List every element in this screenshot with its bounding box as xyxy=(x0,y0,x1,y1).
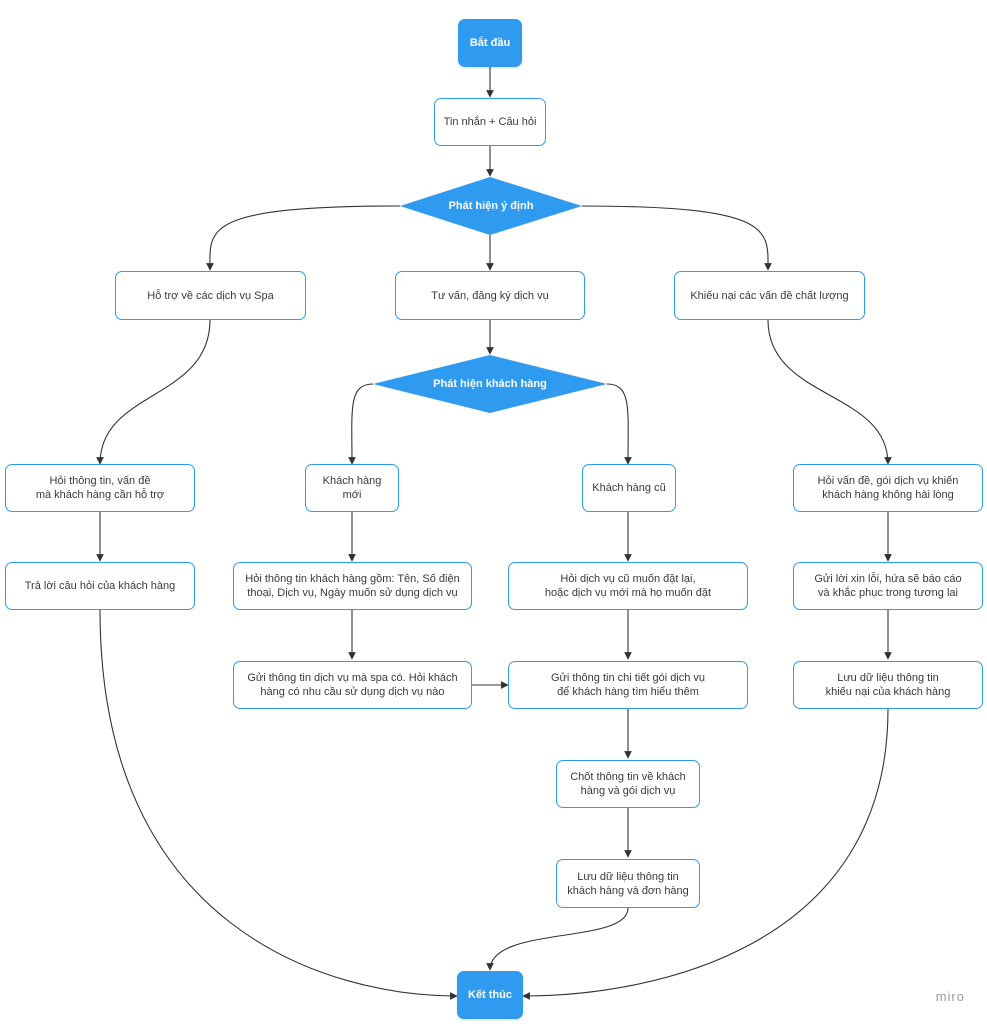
support-ask-info-label: Hỏi thông tin, vấn đề mà khách hàng cần … xyxy=(35,475,165,501)
edge-answer-to-end xyxy=(99,609,458,1000)
decision-customer-shape xyxy=(373,355,607,413)
support-answer-label: Trả lời câu hỏi của khách hàng xyxy=(24,580,176,592)
edge-customer-to-old xyxy=(606,383,632,465)
start-node: Bắt đầu xyxy=(458,19,522,67)
old-customer-label: Khách hàng cũ xyxy=(592,482,666,494)
old-customer-node: Khách hàng cũ xyxy=(582,464,676,512)
old-customer-save: Lưu dữ liệu thông tin khách hàng và đơn … xyxy=(556,859,700,908)
support-answer: Trả lời câu hỏi của khách hàng xyxy=(5,562,195,610)
edge-complaint-save-to-end xyxy=(522,708,889,1000)
old-customer-send-details-label: Gửi thông tin chi tiết gói dịch vụ để kh… xyxy=(550,672,706,698)
branch-support: Hỗ trợ về các dịch vụ Spa xyxy=(115,271,306,320)
decision-customer-label: Phát hiện khách hàng xyxy=(433,378,547,390)
decision-intent: Phát hiện ý định xyxy=(400,177,582,235)
old-customer-confirm: Chốt thông tin về khách hàng và gói dịch… xyxy=(556,760,700,808)
old-customer-save-label: Lưu dữ liệu thông tin khách hàng và đơn … xyxy=(567,870,689,897)
branch-complaint-label: Khiếu nại các vấn đề chất lượng xyxy=(690,289,849,302)
complaint-save-label: Lưu dữ liệu thông tin khiếu nại của khác… xyxy=(825,672,951,698)
edge-save-to-end xyxy=(486,907,629,971)
edge-customer-to-new xyxy=(348,383,374,465)
decision-intent-label: Phát hiện ý định xyxy=(448,200,534,212)
decision-intent-shape xyxy=(400,177,582,235)
complaint-apologize-label: Gửi lời xin lỗi, hứa sẽ báo cáo và khắc … xyxy=(814,573,962,599)
edge-intent-to-complaint xyxy=(581,205,772,271)
new-customer-send-services-label: Gửi thông tin dịch vụ mà spa có. Hỏi khá… xyxy=(247,672,458,698)
old-customer-confirm-label: Chốt thông tin về khách hàng và gói dịch… xyxy=(570,771,686,797)
old-customer-ask-service: Hỏi dịch vụ cũ muốn đặt lại, hoặc dịch v… xyxy=(508,562,748,610)
message-node: Tin nhắn + Câu hỏi xyxy=(434,98,546,146)
start-label: Bắt đầu xyxy=(469,37,511,49)
miro-watermark: miro xyxy=(935,989,965,1004)
branch-complaint: Khiếu nại các vấn đề chất lượng xyxy=(674,271,865,320)
new-customer-ask-info-label: Hỏi thông tin khách hàng gồm: Tên, Số đi… xyxy=(245,573,460,599)
edge-support-to-ask xyxy=(96,319,211,465)
complaint-ask-issue: Hỏi vấn đề, gói dịch vụ khiến khách hàng… xyxy=(793,464,983,512)
new-customer-ask-info: Hỏi thông tin khách hàng gồm: Tên, Số đi… xyxy=(233,562,472,610)
edge-complaint-to-ask xyxy=(767,319,892,465)
message-label: Tin nhắn + Câu hỏi xyxy=(443,116,537,128)
complaint-ask-issue-label: Hỏi vấn đề, gói dịch vụ khiến khách hàng… xyxy=(817,475,959,501)
end-node: Kết thúc xyxy=(457,971,523,1019)
new-customer-label: Khách hàng mới xyxy=(322,475,382,501)
branch-support-label: Hỗ trợ về các dịch vụ Spa xyxy=(147,289,274,302)
branch-consult: Tư vấn, đăng ký dịch vụ xyxy=(395,271,585,320)
new-customer-node: Khách hàng mới xyxy=(305,464,399,512)
complaint-apologize: Gửi lời xin lỗi, hứa sẽ báo cáo và khắc … xyxy=(793,562,983,610)
support-ask-info: Hỏi thông tin, vấn đề mà khách hàng cần … xyxy=(5,464,195,512)
branch-consult-label: Tư vấn, đăng ký dịch vụ xyxy=(431,289,549,302)
old-customer-ask-service-label: Hỏi dịch vụ cũ muốn đặt lại, hoặc dịch v… xyxy=(544,573,712,599)
decision-customer: Phát hiện khách hàng xyxy=(373,355,607,413)
new-customer-send-services: Gửi thông tin dịch vụ mà spa có. Hỏi khá… xyxy=(233,661,472,709)
end-label: Kết thúc xyxy=(468,989,512,1001)
old-customer-send-details: Gửi thông tin chi tiết gói dịch vụ để kh… xyxy=(508,661,748,709)
edge-intent-to-support xyxy=(206,205,401,271)
complaint-save: Lưu dữ liệu thông tin khiếu nại của khác… xyxy=(793,661,983,709)
